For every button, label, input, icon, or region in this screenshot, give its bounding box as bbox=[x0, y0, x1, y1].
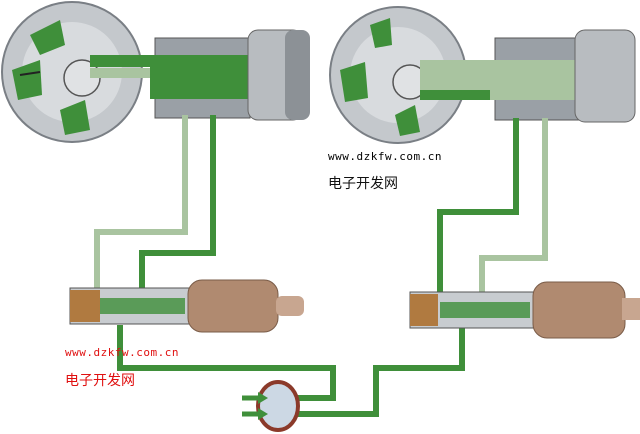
oil-filter bbox=[242, 380, 300, 432]
watermark-name-1: 电子开发网 bbox=[328, 176, 398, 192]
watermark-url-1: www.dzkfw.com.cn bbox=[328, 150, 442, 163]
watermark-url-2: www.dzkfw.com.cn bbox=[65, 346, 179, 359]
left-camshaft-housing bbox=[150, 29, 310, 121]
watermark-name-2: 电子开发网 bbox=[65, 373, 135, 389]
left-oil-control-valve bbox=[69, 279, 304, 333]
left-return-line bbox=[94, 115, 188, 290]
flow-arrow-icon bbox=[258, 392, 268, 420]
left-cam-phaser bbox=[1, 1, 160, 143]
oil-lines bbox=[94, 115, 548, 417]
right-pressure-line bbox=[437, 118, 519, 298]
supply-line-left bbox=[117, 325, 336, 401]
right-return-line bbox=[479, 118, 548, 298]
left-pressure-line bbox=[139, 115, 216, 292]
supply-line-right bbox=[292, 325, 465, 417]
right-camshaft-housing bbox=[490, 29, 636, 123]
right-oil-control-valve bbox=[409, 281, 640, 339]
